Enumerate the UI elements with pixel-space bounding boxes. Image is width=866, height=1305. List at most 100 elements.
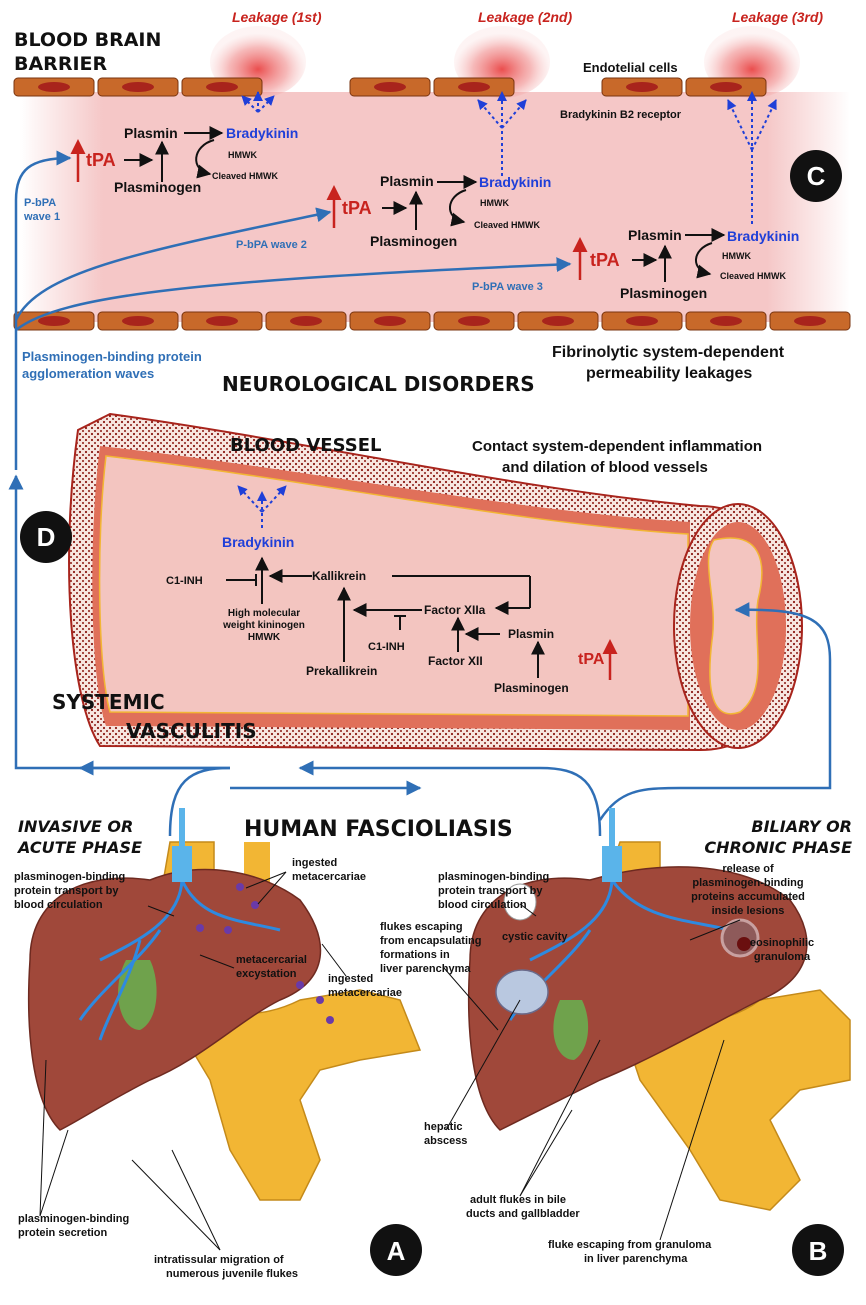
cell-nucleus: [710, 316, 742, 326]
migration-line2: numerous juvenile flukes: [166, 1268, 298, 1280]
prekallikrein: Prekallikrein: [306, 664, 377, 678]
endothelial-top-row: [13, 77, 767, 97]
hmwk-line2: weight kininogen: [222, 620, 305, 631]
eosino-line2: granuloma: [754, 951, 811, 963]
migration-line1: intratissular migration of: [154, 1254, 284, 1266]
cell-nucleus: [542, 316, 574, 326]
cell-nucleus: [122, 316, 154, 326]
hmwk-line3: HMWK: [248, 632, 281, 643]
vessel-title: BLOOD VESSEL: [230, 435, 381, 456]
escaping-line4: liver parenchyma: [380, 963, 471, 975]
wave1-line2: wave 1: [23, 211, 60, 223]
metacercariae-a: [196, 883, 334, 1024]
cystic-label: cystic cavity: [502, 931, 568, 943]
transport-a-line1: plasminogen-binding: [14, 871, 125, 883]
abscess-line2: abscess: [424, 1135, 467, 1147]
transport-a-line3: blood circulation: [14, 899, 103, 911]
veins-a: [78, 879, 281, 1041]
cleaved-3: Cleaved HMWK: [720, 271, 787, 281]
adult-line2: ducts and gallbladder: [466, 1208, 580, 1220]
vessel-tpa: tPA: [578, 651, 605, 668]
badge-d-label: D: [37, 522, 56, 552]
eosino-line1: eosinophilic: [750, 937, 814, 949]
c1inh-2: C1-INH: [368, 641, 405, 653]
chronic-line2: CHRONIC PHASE: [704, 838, 852, 857]
abscess-line1: hepatic: [424, 1121, 463, 1133]
endothelial-bottom-row: [13, 311, 851, 331]
tpa-3: tPA: [590, 250, 620, 270]
endothelial-label: Endotelial cells: [583, 60, 678, 75]
cell-nucleus: [374, 316, 406, 326]
cell-nucleus: [38, 316, 70, 326]
badge-b: [792, 1224, 844, 1276]
cleaved-2: Cleaved HMWK: [474, 220, 541, 230]
badge-a: [370, 1224, 422, 1276]
tpa-1: tPA: [86, 150, 116, 170]
systemic-line2: VASCULITIS: [126, 719, 257, 743]
release-line2: plasminogen-binding: [692, 877, 803, 889]
transport-b-line2: protein transport by: [438, 885, 543, 897]
vessel-plasmin: Plasmin: [508, 627, 554, 641]
bbb-cascade-2: tPA Plasmin Plasminogen Bradykinin HMWK …: [326, 173, 551, 249]
tpa-2: tPA: [342, 198, 372, 218]
badge-b-label: B: [809, 1236, 828, 1266]
escaping-line2: from encapsulating: [380, 935, 481, 947]
cell-nucleus: [290, 316, 322, 326]
wave1-line1: P-bPA: [24, 197, 56, 209]
cell-nucleus: [458, 82, 490, 92]
release-line4: inside lesions: [712, 905, 785, 917]
portal-vein-b: [602, 846, 622, 882]
fascioliasis-title: HUMAN FASCIOLIASIS: [244, 817, 513, 842]
leak-arrows: [241, 91, 777, 224]
fibrinolytic-line2: permeability leakages: [586, 365, 752, 382]
ingested-a2-line2: metacercariae: [328, 987, 402, 999]
bbb-lumen: [20, 92, 850, 322]
escaping-line3: formations in: [380, 949, 450, 961]
chronic-line1: BILIARY OR: [751, 817, 852, 836]
receptor-label: Bradykinin B2 receptor: [560, 109, 682, 121]
acute-line2: ACUTE PHASE: [16, 838, 142, 857]
contact-line2: and dilation of blood vessels: [502, 459, 708, 476]
bbb-cascade-1: tPA Plasmin Plasminogen Bradykinin HMWK …: [70, 125, 298, 195]
liver-panel-b: BILIARY OR CHRONIC PHASE plasminogen-bin…: [380, 808, 852, 1276]
factor-xii: Factor XII: [428, 654, 483, 668]
fibrinolytic-line1: Fibrinolytic system-dependent: [552, 344, 785, 361]
bradykinin-3: Bradykinin: [727, 228, 799, 244]
plasminogen-3: Plasminogen: [620, 285, 707, 301]
c1inh-1: C1-INH: [166, 575, 203, 587]
gallbladder-b: [553, 1000, 589, 1060]
label-pointers: [39, 871, 741, 1251]
granuloma-line1: fluke escaping from granuloma: [548, 1239, 712, 1251]
transport-a-line2: protein transport by: [14, 885, 119, 897]
cell-nucleus: [458, 316, 490, 326]
plasmin-2: Plasmin: [380, 173, 434, 189]
bbb-title-line2: BARRIER: [14, 53, 107, 75]
vessel-section: BLOOD VESSEL Contact system-dependent in…: [20, 412, 803, 752]
plasminogen-2: Plasminogen: [370, 233, 457, 249]
badge-d: [20, 511, 72, 563]
release-line1: release of: [722, 863, 774, 875]
ingested-a-line1: ingested: [292, 857, 337, 869]
agglomeration-line2: agglomeration waves: [22, 366, 154, 381]
leakage-label-1: Leakage (1st): [232, 9, 322, 25]
hmwk-line1: High molecular: [228, 608, 300, 619]
hepatic-abscess: [495, 969, 549, 1015]
cystic-cavity: [503, 883, 537, 921]
systemic-line1: SYSTEMIC: [52, 690, 165, 714]
vessel-bradykinin: Bradykinin: [222, 534, 294, 550]
badge-a-label: A: [387, 1236, 406, 1266]
badge-c-label: C: [807, 161, 826, 191]
vessel-pathway: [226, 556, 545, 678]
leakage-label-3: Leakage (3rd): [732, 9, 823, 25]
vessel-cross-lumen: [707, 537, 763, 715]
cell-nucleus: [710, 82, 742, 92]
bradykinin-1: Bradykinin: [226, 125, 298, 141]
bbb-cascade-3: tPA Plasmin Plasminogen Bradykinin HMWK …: [572, 227, 799, 301]
cell-nucleus: [374, 82, 406, 92]
liver-panel-a: INVASIVE OR ACUTE PHASE plasminogen-bind…: [14, 808, 422, 1280]
wave2-label: P-bPA wave 2: [236, 239, 307, 251]
kallikrein: Kallikrein: [312, 569, 366, 583]
plasminogen-1: Plasminogen: [114, 179, 201, 195]
